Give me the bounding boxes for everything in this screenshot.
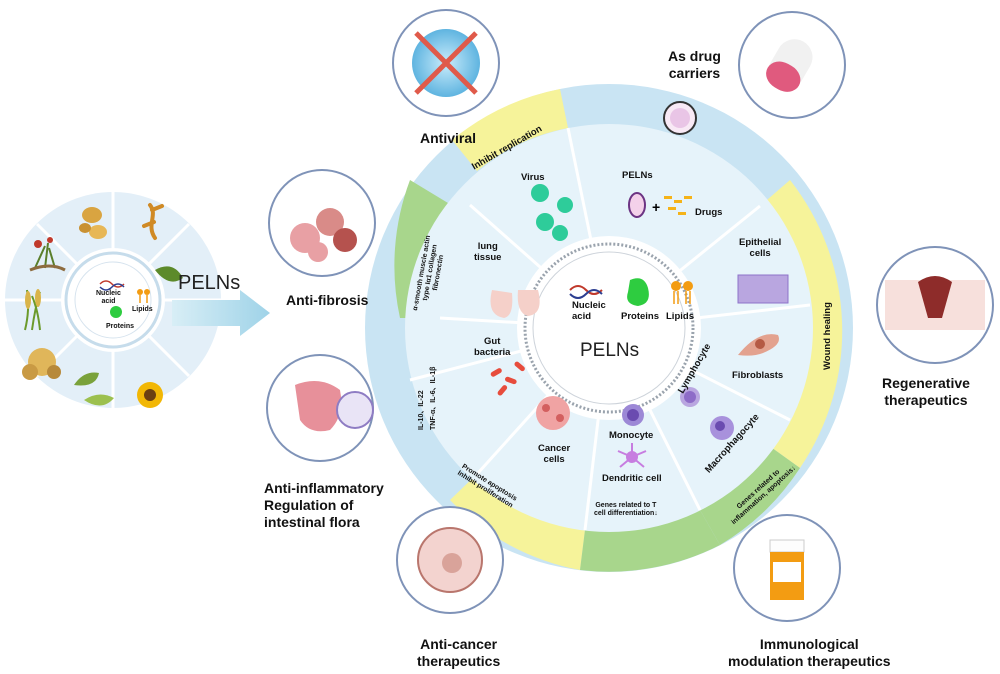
left-arrow-label: PELNs (178, 272, 241, 294)
center-lipid-icon (671, 281, 693, 304)
left-lipid-icon (137, 289, 150, 303)
fibroblast-icon (738, 334, 779, 356)
segment-cancer-label: Cancer cells (538, 443, 571, 465)
epithelial-cells-icon (737, 274, 789, 304)
anti-fibrosis-circle (268, 169, 376, 277)
regenerative-circle (876, 246, 994, 364)
ring-genes-t-cell-label: Genes related to T cell differentiation↓ (594, 502, 658, 517)
virus-icon (531, 184, 573, 241)
left-proteins-label: Proteins (106, 323, 135, 330)
left-nucleic-acid-label: Nucleic acid (96, 290, 121, 305)
anti-fibrosis-label: Anti-fibrosis (286, 292, 369, 308)
anti-cancer-label: Anti-cancer therapeutics (417, 636, 501, 669)
ring-wound-healing (760, 180, 843, 468)
segment-virus-label: Virus (521, 172, 545, 183)
immunological-circle (733, 514, 841, 622)
anti-inflammatory-circle (266, 354, 374, 462)
anti-cancer-circle (396, 506, 504, 614)
segment-gut-label: Gut bacteria (474, 336, 511, 358)
anti-inflammatory-label: Anti-inflammatory Regulation of intestin… (264, 480, 384, 530)
ginseng-icon (142, 203, 164, 240)
ring-promote-apoptosis (450, 473, 585, 570)
dried-root-icon (74, 372, 114, 406)
central-wheel (365, 84, 853, 572)
ring-inhibit-replication (452, 89, 568, 171)
left-lipids-label: Lipids (132, 306, 153, 313)
center-nucleic-acid-label: Nucleic acid (572, 300, 606, 322)
segment-fibroblasts-label: Fibroblasts (732, 370, 784, 381)
segment-lung-label: lung tissue (474, 241, 502, 263)
center-title: PELNs (580, 340, 640, 361)
monocyte-icon (622, 404, 644, 426)
center-dna-icon (569, 285, 603, 299)
sunflower-icon (137, 382, 163, 408)
drug-carrier-circle (738, 11, 846, 119)
immunological-label: Immunological modulation therapeutics (728, 636, 891, 669)
segment-epithelial-label: Epithelial cells (739, 237, 782, 259)
ring-cytokines-label-2: TNF-α、IL-6、IL-1β (430, 366, 437, 430)
macrophagocyte-icon (710, 416, 734, 440)
tea-icon (155, 266, 183, 282)
left-plant-wheel (5, 192, 221, 408)
antiviral-label: Antiviral (420, 130, 477, 146)
segment-dendritic-label: Dendritic cell (602, 473, 662, 484)
herb-icon (29, 237, 66, 272)
rice-icon (24, 289, 41, 331)
ginger-icon (79, 207, 107, 239)
ring-wound-healing-label: Wound healing (822, 302, 833, 370)
antiviral-circle (392, 9, 500, 117)
left-protein-icon (110, 306, 122, 318)
center-protein-icon (627, 278, 649, 306)
center-lipids-label: Lipids (666, 311, 694, 322)
ring-genes-t-cell (580, 510, 720, 572)
svg-text:+: + (652, 199, 660, 215)
grapefruit-icon (22, 348, 61, 380)
pelns-carrier-icon (663, 101, 697, 135)
lymphocyte-icon (680, 387, 700, 407)
center-proteins-label: Proteins (621, 311, 660, 322)
lung-tissue-icon (490, 290, 540, 318)
ring-genes-inflammation (700, 445, 800, 545)
pelns-drug-icon: + (628, 192, 692, 218)
gut-bacteria-icon (490, 361, 525, 396)
ring-cytokines-label-1: IL-10、IL-22 (418, 390, 425, 430)
cancer-cells-icon (536, 396, 570, 430)
dendritic-cell-icon (617, 443, 647, 468)
flow-arrow (172, 290, 270, 336)
drug-carriers-label: As drug carriers (668, 48, 721, 81)
left-dna-icon (99, 280, 125, 291)
segment-pelns-label: PELNs (622, 170, 653, 181)
regenerative-label: Regenerative therapeutics (882, 375, 970, 408)
segment-monocyte-label: Monocyte (609, 430, 654, 441)
segment-drugs-label: Drugs (695, 207, 723, 218)
